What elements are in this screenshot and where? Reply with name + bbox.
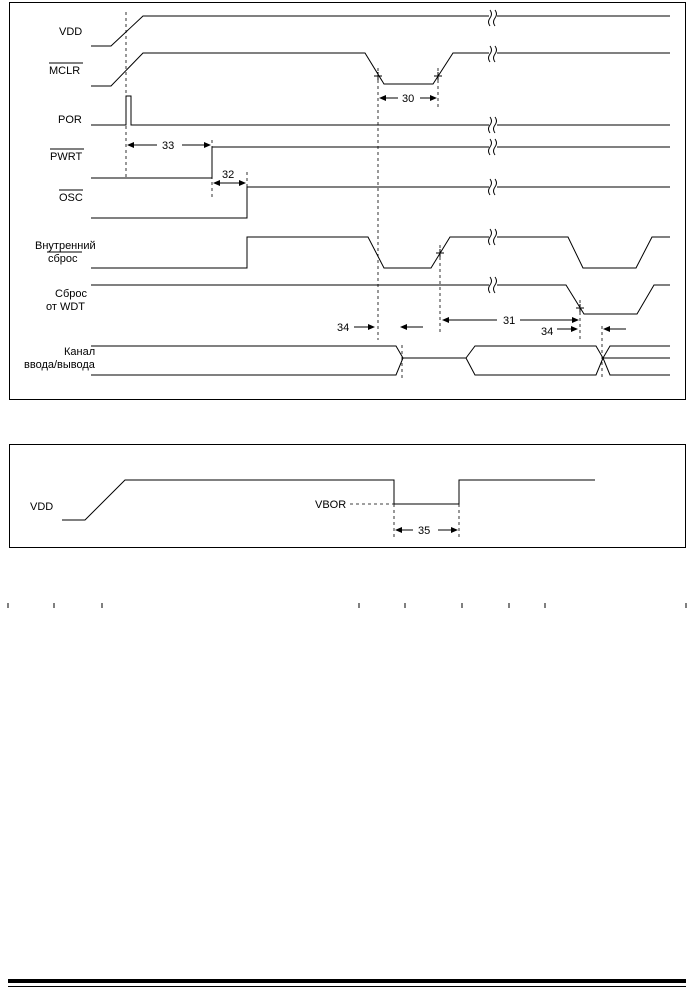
wdt-reset-waveform bbox=[91, 284, 670, 315]
label-io-1: Канал bbox=[64, 346, 95, 358]
bor-timing-frame bbox=[9, 444, 686, 548]
svg-text:32: 32 bbox=[222, 169, 234, 181]
label-pwrt: PWRT bbox=[50, 151, 82, 163]
pwrt-waveform bbox=[91, 146, 670, 179]
timing-33: 33 bbox=[127, 140, 211, 152]
timing-35: 35 bbox=[395, 525, 458, 537]
label-internal-reset-2: сброс bbox=[48, 253, 78, 265]
bor-vdd-waveform bbox=[62, 479, 595, 521]
label-osc: OSC bbox=[59, 192, 83, 204]
svg-text:35: 35 bbox=[418, 525, 430, 537]
io-bus-valid bbox=[465, 345, 604, 376]
tick-marks-row bbox=[7, 603, 687, 608]
osc-waveform bbox=[91, 186, 670, 219]
label-internal-reset-1: Внутренний bbox=[35, 240, 96, 252]
timing-34-first: 34 bbox=[337, 322, 423, 334]
label-io-2: ввода/вывода bbox=[24, 359, 96, 371]
reset-timing-frame bbox=[9, 2, 686, 400]
label-wdt-reset-2: от WDT bbox=[46, 301, 85, 313]
svg-text:34: 34 bbox=[337, 322, 349, 334]
vdd-waveform bbox=[91, 15, 670, 47]
svg-text:34: 34 bbox=[541, 326, 553, 338]
timing-31: 31 bbox=[442, 315, 579, 327]
internal-reset-waveform bbox=[91, 236, 670, 269]
bottom-rule-thick bbox=[8, 979, 686, 983]
bor-vbor-label: VBOR bbox=[315, 499, 346, 511]
io-bus-upper bbox=[91, 345, 409, 359]
io-bus-lower bbox=[91, 357, 404, 376]
timing-32: 32 bbox=[213, 169, 246, 186]
cross-marks bbox=[374, 72, 584, 312]
por-waveform bbox=[91, 95, 670, 126]
io-bus-end-lower bbox=[602, 357, 670, 376]
svg-text:30: 30 bbox=[402, 93, 414, 105]
reference-lines bbox=[125, 12, 603, 380]
label-mclr: MCLR bbox=[49, 65, 80, 77]
label-por: POR bbox=[58, 114, 82, 126]
svg-text:33: 33 bbox=[162, 140, 174, 152]
bottom-rule-thin bbox=[8, 986, 686, 987]
io-bus-end bbox=[602, 345, 670, 359]
label-wdt-reset-1: Сброс bbox=[55, 288, 87, 300]
svg-text:31: 31 bbox=[503, 315, 515, 327]
break-marks bbox=[488, 9, 497, 294]
mclr-waveform bbox=[91, 52, 670, 87]
bor-vdd-label: VDD bbox=[30, 501, 53, 513]
timing-30: 30 bbox=[379, 93, 437, 105]
timing-34-second: 34 bbox=[541, 326, 626, 338]
label-vdd: VDD bbox=[59, 26, 82, 38]
